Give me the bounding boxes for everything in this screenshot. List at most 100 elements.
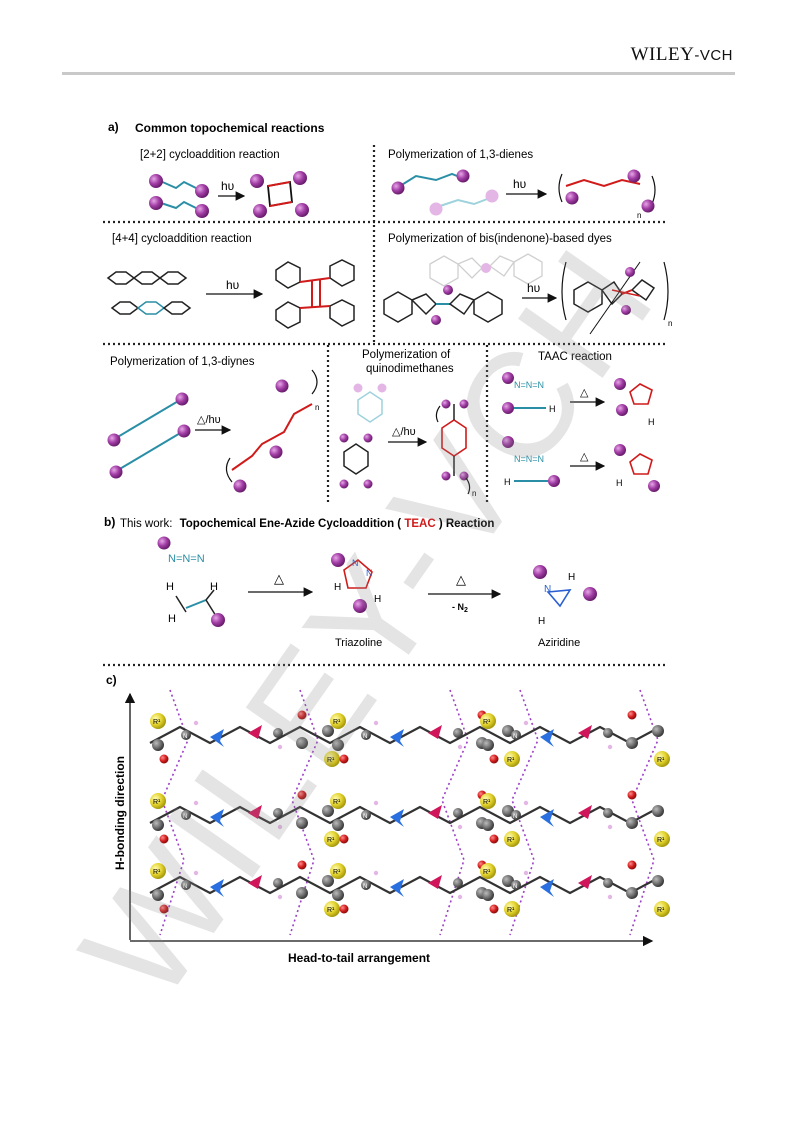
nitrogen-label: N: [513, 884, 517, 890]
header-rule: [62, 72, 735, 75]
r-group-atom: [654, 751, 670, 767]
indenone-condition: hυ: [527, 281, 540, 295]
teac-byproduct-main: - N: [452, 602, 464, 612]
svg-text:N: N: [544, 584, 551, 595]
nitrogen-atom: [453, 728, 463, 738]
aziridine-structure: N H H: [533, 565, 597, 627]
teac-step2: △: [456, 572, 466, 587]
alkene-group: [428, 805, 442, 819]
taac-condition-bottom: △: [580, 451, 589, 463]
carbon-atom: [652, 875, 664, 887]
publisher-logo: WILEY-VCH: [631, 44, 733, 66]
hbond-line: [159, 689, 189, 936]
r-group-atom: [150, 863, 166, 879]
carbon-atom: [652, 805, 664, 817]
alkene-group: [578, 805, 592, 819]
carbon-atom: [152, 739, 164, 751]
carbon-atom: [502, 805, 514, 817]
crystal-packing: R¹NR¹R¹NR¹R¹NR¹R¹NR¹R¹NR¹R¹NR¹R¹NR¹R¹NR¹…: [149, 689, 670, 936]
nitrogen-label: N: [363, 734, 367, 740]
taac-h-product-bottom: H: [616, 478, 623, 488]
r-group-atom: [324, 751, 340, 767]
taac-product-top: H: [614, 378, 655, 427]
dienes-subscript: n: [637, 211, 641, 220]
nitrogen-atom: [453, 808, 463, 818]
nitrogen-label: N: [183, 734, 187, 740]
r-group-atom: [480, 793, 496, 809]
panel-b-title-part1: Topochemical Ene-Azide Cycloaddition (: [180, 518, 402, 530]
taac-h-top: H: [549, 404, 556, 414]
y-axis-label: H-bonding direction: [113, 756, 127, 870]
publisher-logo-main: WILEY: [630, 44, 695, 65]
carbon-atom: [502, 875, 514, 887]
carbon-atom: [626, 737, 638, 749]
r-group-label: R¹: [483, 799, 491, 806]
oxygen-atom: [627, 710, 637, 720]
r-group-label: R¹: [333, 869, 341, 876]
cyclo22-title: [2+2] cycloaddition reaction: [140, 149, 280, 161]
teac-byproduct: - N2: [452, 602, 468, 614]
r-group-label: R¹: [153, 719, 161, 726]
publisher-logo-suffix: -VCH: [694, 47, 733, 64]
r-group-atom: [654, 831, 670, 847]
cyclo22-condition: hυ: [221, 179, 234, 193]
hydrogen-atom: [373, 720, 379, 726]
carbon-atom: [322, 875, 334, 887]
cyclo22-product: [250, 171, 309, 218]
oxygen-atom: [159, 904, 169, 914]
hydrogen-atom: [193, 800, 199, 806]
diynes-product: [225, 369, 318, 493]
triazoline-h-2: H: [374, 594, 381, 605]
carbon-atom: [322, 725, 334, 737]
r-group-label: R¹: [153, 869, 161, 876]
nitrogen-label: N: [183, 884, 187, 890]
panel-b-title-highlight: TEAC: [404, 518, 435, 530]
oxygen-atom: [297, 790, 307, 800]
hbond-line: [509, 689, 539, 936]
svg-text:N: N: [352, 558, 359, 568]
r-group-atom: [654, 901, 670, 917]
carbon-atom: [626, 887, 638, 899]
nitrogen-atom: [361, 810, 371, 820]
diynes-condition: △/hυ: [197, 414, 221, 426]
taac-h-product-top: H: [648, 417, 655, 427]
r-group-label: R¹: [507, 837, 515, 844]
r-group-atom: [324, 831, 340, 847]
diynes-title: Polymerization of 1,3-diynes: [110, 356, 255, 368]
r-group-atom: [330, 793, 346, 809]
r-group-label: R¹: [507, 907, 515, 914]
hydrogen-atom: [607, 744, 613, 750]
taac-product-bottom: H: [614, 444, 660, 492]
r-group-label: R¹: [153, 799, 161, 806]
cyclo44-title: [4+4] cycloaddition reaction: [112, 233, 252, 245]
alkene-group: [428, 875, 442, 889]
azide-group: [210, 729, 224, 747]
carbon-atom: [296, 817, 308, 829]
r-group-label: R¹: [327, 757, 335, 764]
r-group-atom: [330, 713, 346, 729]
quino-reactant: [339, 383, 387, 489]
alkene-group: [248, 725, 262, 739]
cyclo44-condition: hυ: [226, 278, 239, 292]
teac-h-3: H: [168, 613, 176, 625]
carbon-atom: [652, 725, 664, 737]
teac-h-1: H: [166, 581, 174, 593]
hbond-line: [629, 689, 659, 936]
hydrogen-atom: [523, 870, 529, 876]
dienes-condition: hυ: [513, 177, 526, 191]
alkene-group: [248, 805, 262, 819]
hydrogen-atom: [457, 824, 463, 830]
panel-a-letter: a): [108, 120, 119, 134]
taac-reactant-top: N=N=N H: [502, 372, 556, 414]
carbon-atom: [332, 739, 344, 751]
teac-h-2: H: [210, 581, 218, 593]
r-group-atom: [504, 831, 520, 847]
panel-a-title: Common topochemical reactions: [135, 121, 325, 135]
r-group-label: R¹: [483, 719, 491, 726]
indenone-title: Polymerization of bis(indenone)-based dy…: [388, 233, 612, 245]
nitrogen-atom: [511, 730, 521, 740]
nitrogen-atom: [603, 808, 613, 818]
nitrogen-label: N: [363, 814, 367, 820]
hydrogen-atom: [277, 744, 283, 750]
